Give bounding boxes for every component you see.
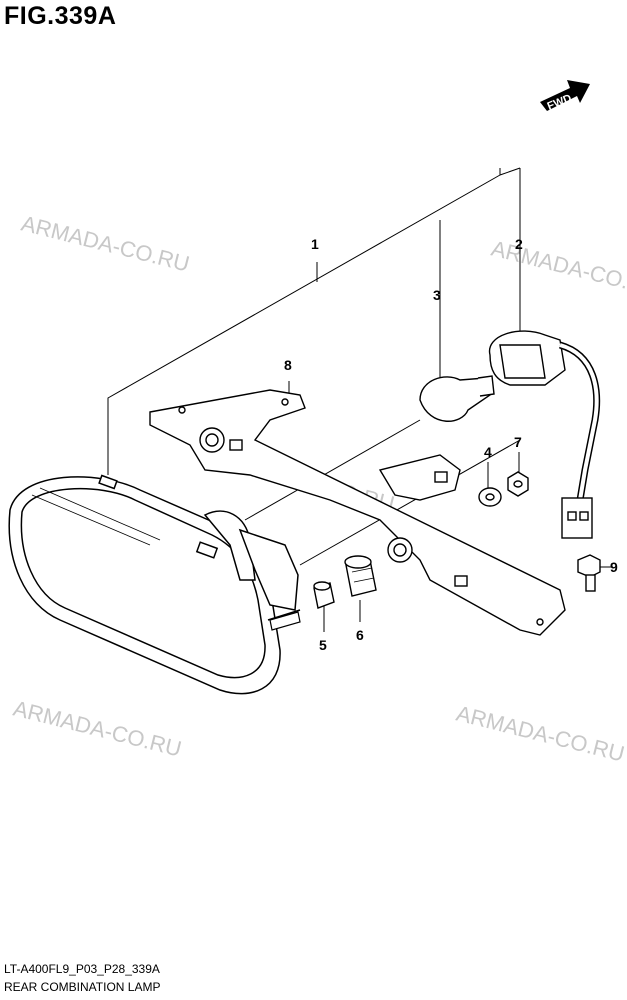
washer: [478, 487, 502, 507]
lamp-housing: [8, 474, 301, 695]
bulb: [419, 375, 495, 422]
grommet: [344, 555, 377, 597]
diagram-code: LT-A400FL9_P03_P28_339A: [4, 962, 160, 976]
watermark-2: ARMADA-CO.RU: [489, 236, 627, 302]
callout-7: 7: [514, 434, 522, 450]
lamp-bracket: [149, 389, 566, 636]
watermark-1: ARMADA-CO.RU: [19, 211, 192, 277]
callout-3: 3: [433, 287, 441, 303]
leader-lines: [107, 167, 612, 632]
stud: [269, 611, 301, 631]
fwd-label: FWD: [546, 92, 574, 113]
callout-9: 9: [610, 559, 618, 575]
collar: [313, 581, 335, 609]
nut: [507, 471, 529, 497]
callout-5: 5: [319, 637, 327, 653]
diagram-name: REAR COMBINATION LAMP: [4, 980, 161, 994]
watermark-4: ARMADA-CO.RU: [11, 696, 184, 762]
callouts: 1 2 3 4 5 6 7 8 9: [284, 236, 618, 653]
figure-title: FIG.339A: [4, 2, 117, 30]
bolt: [577, 554, 601, 592]
fwd-badge: FWD: [540, 80, 590, 113]
fwd-arrow-icon: [540, 80, 590, 111]
socket-harness: [488, 330, 601, 539]
callout-8: 8: [284, 357, 292, 373]
callout-1: 1: [311, 236, 319, 252]
callout-2: 2: [515, 236, 523, 252]
callout-6: 6: [356, 627, 364, 643]
callout-4: 4: [484, 444, 492, 460]
watermark-5: ARMADA-CO.RU: [454, 701, 627, 767]
